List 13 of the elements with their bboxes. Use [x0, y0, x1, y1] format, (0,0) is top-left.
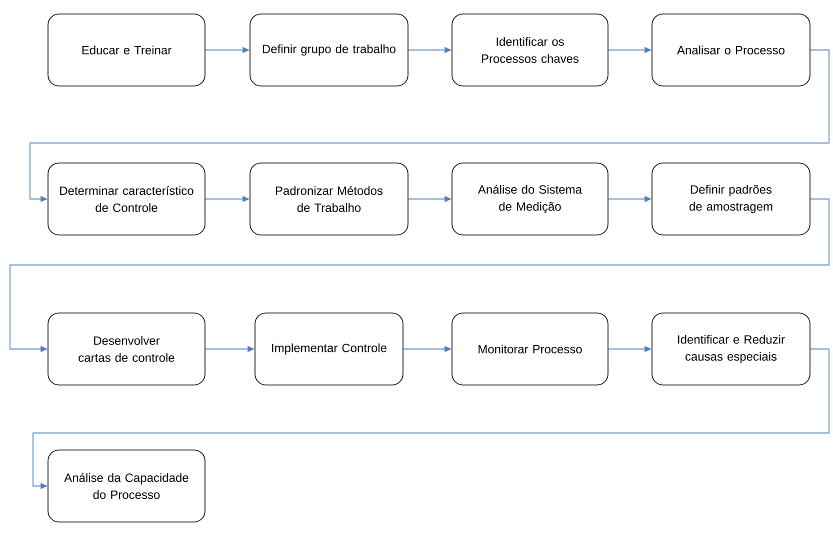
process-box: Definir grupo de trabalho: [250, 14, 408, 86]
process-box: Desenvolver cartas de controle: [48, 312, 206, 386]
process-box: Educar e Treinar: [48, 14, 206, 86]
process-box: Análise do Sistema de Medição: [452, 162, 608, 236]
process-box: Análise da Capacidade do Processo: [48, 450, 206, 522]
process-box: Monitorar Processo: [452, 312, 608, 386]
process-box: Padronizar Métodos de Trabalho: [250, 162, 408, 236]
process-box: Implementar Controle: [254, 312, 404, 386]
process-box: Analisar o Processo: [652, 14, 810, 86]
process-box: Definir padrões de amostragem: [652, 162, 810, 236]
process-box: Identificar os Processos chaves: [452, 14, 608, 86]
process-box: Determinar característico de Controle: [48, 162, 206, 236]
process-box: Identificar e Reduzir causas especiais: [652, 312, 810, 386]
